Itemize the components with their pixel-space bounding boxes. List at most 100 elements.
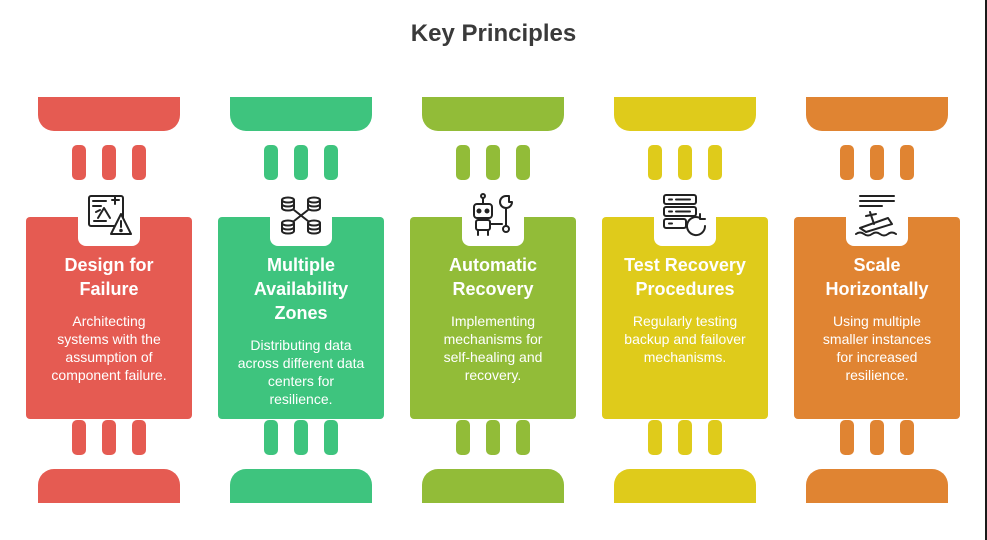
connector-bar bbox=[870, 420, 884, 455]
description-line: systems with the bbox=[57, 331, 161, 347]
database-network-icon bbox=[281, 196, 321, 235]
connector-bar bbox=[294, 420, 308, 455]
column-bottom-cap bbox=[38, 469, 180, 503]
connector-bar bbox=[648, 420, 662, 455]
column-bottom-cap bbox=[614, 469, 756, 503]
description-line: Using multiple bbox=[833, 313, 921, 329]
principle-automatic-recovery: Automatic Recovery Implementing mechanis… bbox=[410, 0, 576, 540]
connector-bar bbox=[264, 420, 278, 455]
principle-title-line: Availability bbox=[253, 279, 349, 299]
principle-panel bbox=[602, 217, 768, 419]
column-top-cap bbox=[38, 97, 180, 131]
diagram-title: Key Principles bbox=[410, 20, 577, 47]
column-bottom-cap bbox=[806, 469, 948, 503]
description-line: recovery. bbox=[464, 367, 522, 383]
connector-bar bbox=[456, 420, 470, 455]
connector-bar bbox=[102, 420, 116, 455]
connector-bar bbox=[486, 420, 500, 455]
principle-description: Using multiple smaller instances for inc… bbox=[802, 312, 952, 384]
description-line: mechanisms. bbox=[643, 349, 727, 365]
principle-panel bbox=[410, 217, 576, 419]
principle-description: Implementing mechanisms for self-healing… bbox=[418, 312, 568, 384]
connector-bar bbox=[324, 420, 338, 455]
description-line: for increased bbox=[836, 349, 918, 365]
description-line: Implementing bbox=[450, 313, 536, 329]
connector-bar bbox=[72, 420, 86, 455]
principle-title: Automatic Recovery bbox=[410, 253, 576, 301]
connector-bar bbox=[648, 145, 662, 180]
connector-bar bbox=[456, 145, 470, 180]
icon-container bbox=[462, 184, 524, 246]
principle-title-line: Multiple bbox=[267, 255, 335, 275]
principle-title-line: Recovery bbox=[452, 279, 534, 299]
icon-container bbox=[654, 184, 716, 246]
description-line: mechanisms for bbox=[443, 331, 543, 347]
principle-title: Test Recovery Procedures bbox=[602, 253, 768, 301]
column-top-cap bbox=[614, 97, 756, 131]
connector-bar bbox=[102, 145, 116, 180]
connector-bar bbox=[708, 145, 722, 180]
description-line: centers for bbox=[267, 373, 335, 389]
connector-bar bbox=[264, 145, 278, 180]
right-edge-line bbox=[985, 0, 987, 540]
connector-bar bbox=[132, 145, 146, 180]
principle-description: Architecting systems with the assumption… bbox=[34, 312, 184, 384]
principle-title-line: Automatic bbox=[448, 255, 537, 275]
principle-title-line: Procedures bbox=[635, 279, 735, 299]
principle-design-for-failure: Design for Failure Architecting systems … bbox=[26, 0, 192, 540]
column-top-cap bbox=[230, 97, 372, 131]
principle-title-line: Design for bbox=[64, 255, 154, 275]
robot-wrench-icon bbox=[473, 193, 513, 236]
connector-bar bbox=[678, 420, 692, 455]
connector-bar bbox=[870, 145, 884, 180]
principle-title: Scale Horizontally bbox=[794, 253, 960, 301]
connector-bar bbox=[516, 145, 530, 180]
description-line: self-healing and bbox=[443, 349, 543, 365]
principle-title-line: Horizontally bbox=[825, 279, 929, 299]
description-line: smaller instances bbox=[822, 331, 932, 347]
connector-bar bbox=[840, 420, 854, 455]
principle-description: Regularly testing backup and failover me… bbox=[610, 312, 760, 366]
description-line: component failure. bbox=[51, 367, 167, 383]
principle-panel bbox=[218, 217, 384, 419]
principle-panel bbox=[794, 217, 960, 419]
connector-bar bbox=[486, 145, 500, 180]
column-top-cap bbox=[806, 97, 948, 131]
description-line: Regularly testing bbox=[632, 313, 738, 329]
blueprint-warning-icon bbox=[88, 195, 132, 235]
description-line: assumption of bbox=[65, 349, 153, 365]
description-line: resilience. bbox=[269, 391, 333, 407]
connector-bar bbox=[294, 145, 308, 180]
description-line: across different data bbox=[237, 355, 365, 371]
principle-scale-horizontally: Scale Horizontally Using multiple smalle… bbox=[794, 0, 960, 540]
column-top-cap bbox=[422, 97, 564, 131]
connector-bar bbox=[840, 145, 854, 180]
connector-bar bbox=[678, 145, 692, 180]
description-line: Distributing data bbox=[250, 337, 352, 353]
principle-title-line: Test Recovery bbox=[624, 255, 746, 275]
principle-title-line: Scale bbox=[853, 255, 901, 275]
sinking-ship-icon bbox=[855, 195, 897, 237]
connector-bar bbox=[900, 420, 914, 455]
principle-panel bbox=[26, 217, 192, 419]
connector-bar bbox=[132, 420, 146, 455]
server-refresh-icon bbox=[663, 194, 707, 237]
connector-bar bbox=[708, 420, 722, 455]
description-line: Architecting bbox=[72, 313, 146, 329]
description-line: resilience. bbox=[845, 367, 909, 383]
principle-title: Multiple Availability Zones bbox=[218, 253, 384, 325]
principle-multiple-availability-zones: Multiple Availability Zones Distributing… bbox=[218, 0, 384, 540]
principle-description: Distributing data across different data … bbox=[226, 336, 376, 408]
icon-container bbox=[846, 184, 908, 246]
principle-title-line: Failure bbox=[79, 279, 139, 299]
principle-title: Design for Failure bbox=[26, 253, 192, 301]
connector-bar bbox=[324, 145, 338, 180]
column-bottom-cap bbox=[230, 469, 372, 503]
connector-bar bbox=[72, 145, 86, 180]
connector-bar bbox=[900, 145, 914, 180]
connector-bar bbox=[516, 420, 530, 455]
icon-container bbox=[78, 184, 140, 246]
column-bottom-cap bbox=[422, 469, 564, 503]
principle-title-line: Zones bbox=[274, 303, 328, 323]
principle-test-recovery-procedures: Test Recovery Procedures Regularly testi… bbox=[602, 0, 768, 540]
